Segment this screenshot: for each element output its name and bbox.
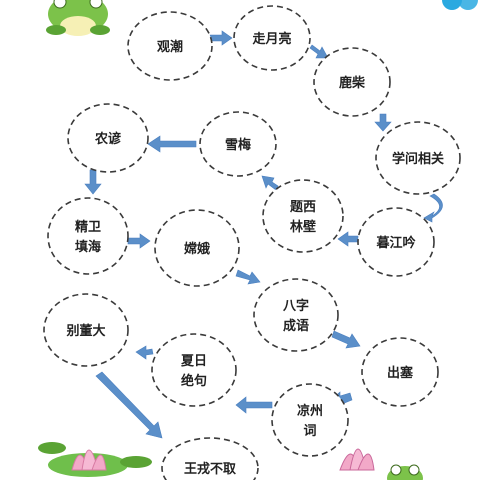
arrow-icon [331,330,361,349]
node-nongyan: 农谚 [67,103,149,173]
node-label: 学问相关 [392,151,444,167]
arrow-icon [235,269,261,285]
node-bubble [199,111,277,177]
arrow-icon [127,233,151,249]
node-chusai: 出塞 [361,337,439,407]
node-liangzhouci: 凉州词 [271,383,349,457]
node-label: 别董大 [65,323,105,339]
frog-icon [387,464,423,480]
node-label: 出塞 [387,365,414,381]
node-biedongda: 别董大 [43,293,129,367]
node-bubble [375,121,461,195]
node-bubble [154,209,240,287]
arrow-icon [261,175,279,191]
node-bubble [151,333,237,407]
arrow-icon [374,113,392,132]
logo-icon [442,0,478,10]
node-label: 八字 [282,298,309,314]
node-bubble [47,197,129,275]
arrow-icon [423,193,443,223]
node-bubbles: 观潮走月亮鹿柴学问相关暮江吟题西林壁雪梅农谚精卫填海嫦娥八字成语出塞凉州词夏日绝… [43,5,461,480]
node-bubble [262,179,344,253]
node-label: 精卫 [75,219,101,235]
lotus-icon [339,448,375,471]
node-wangrongbuqu: 王戎不取 [161,437,259,480]
node-bubble [67,103,149,173]
node-label: 走月亮 [252,31,291,47]
node-change: 嫦娥 [154,209,240,287]
node-bubble [43,293,129,367]
node-bubble [253,278,339,352]
arrow-icon [309,44,329,59]
node-bubble [233,5,311,71]
node-label: 林壁 [290,219,316,235]
node-label: 雪梅 [225,137,251,153]
node-bubble [313,47,391,117]
arrow-icon [235,396,273,414]
node-xuemei: 雪梅 [199,111,277,177]
node-label: 暮江吟 [375,235,415,251]
node-bubble [161,437,259,480]
node-luzhai: 鹿柴 [313,47,391,117]
node-label: 王戎不取 [184,461,237,477]
node-label: 词 [303,424,316,439]
node-guanchao: 观潮 [127,11,213,81]
node-label: 夏日 [180,354,207,369]
node-label: 观潮 [157,39,183,55]
arrow-icon [135,345,154,360]
node-bubble [357,207,435,277]
node-bubble [127,11,213,81]
node-mujiangyin: 暮江吟 [357,207,435,277]
node-label: 绝句 [181,373,207,389]
node-label: 题西 [290,200,316,215]
arrow-icon [95,371,163,439]
arrow-icon [209,30,233,46]
node-label: 成语 [283,318,309,334]
lotus-icon [38,442,152,477]
arrow-icon [337,231,359,247]
flow-arrows [84,30,443,439]
frog-icon [46,0,110,36]
node-zouyueliang: 走月亮 [233,5,311,71]
arrow-icon [84,169,102,195]
arrow-icon [147,135,197,153]
node-label: 鹿柴 [339,75,366,91]
node-label: 嫦娥 [184,241,210,257]
node-label: 凉州 [297,403,323,419]
node-label: 填海 [75,239,101,255]
node-label: 农谚 [94,131,121,147]
node-xuewenxiangguan: 学问相关 [375,121,461,195]
node-bubble [361,337,439,407]
node-bubble [271,383,349,457]
